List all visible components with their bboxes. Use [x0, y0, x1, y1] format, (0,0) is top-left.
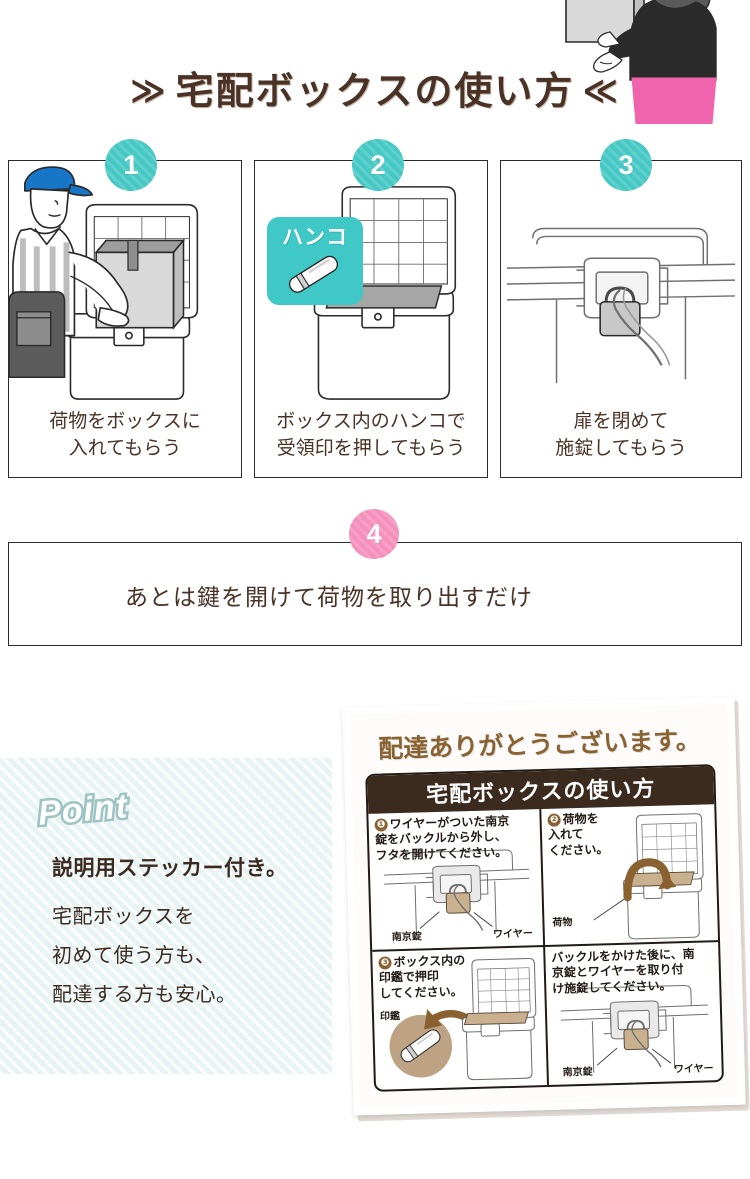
step-1-illustration [9, 161, 241, 417]
quadrant-2-number: ❷ [547, 813, 561, 827]
step-badge-1: 1 [105, 139, 157, 191]
step-badge-3: 3 [600, 139, 652, 191]
quadrant-3-number: ❸ [378, 956, 392, 970]
quadrant-4-label-right: ワイヤー [673, 1063, 714, 1076]
quadrant-1-label-right: ワイヤー [492, 928, 533, 941]
stamp-icon [288, 255, 339, 293]
woman-illustration [560, 0, 750, 125]
quadrant-3-label-left: 印鑑 [379, 1011, 401, 1023]
point-body-text: 宅配ボックスを 初めて使う方も、 配達する方も安心。 [52, 898, 342, 1015]
quadrant-1-illustration [368, 809, 543, 950]
caption-line-1: 扉を閉めて [573, 411, 669, 433]
quadrant-3-illustration [372, 947, 547, 1090]
quadrant-3-line-3: してください。 [379, 984, 463, 1001]
point-section-background [0, 758, 332, 1074]
caption-line-1: ボックス内のハンコで [276, 411, 466, 433]
quadrant-1-line-3: フタを開けてください。 [375, 844, 508, 863]
caption-line-1: 荷物をボックスに [49, 411, 201, 433]
step-3-caption: 扉を閉めて 施錠してもらう [501, 409, 741, 463]
quadrant-2-line-2: 入れて [547, 827, 584, 843]
point-lead-text: 説明用ステッカー付き。 [52, 857, 288, 880]
quadrant-2-label-left: 荷物 [552, 917, 573, 929]
title-text: 宅配ボックスの使い方 [175, 71, 575, 113]
caption-line-2: 入れてもらう [68, 438, 182, 460]
sticker-title: 配達ありがとうございます。 [377, 726, 702, 764]
quadrant-4-illustration [545, 942, 722, 1085]
quadrant-2-line-1: 荷物を [562, 811, 599, 827]
chevron-right-icon: ≪ [582, 72, 621, 110]
quadrant-2-line-3: ください。 [548, 841, 609, 858]
step-badge-4: 4 [349, 509, 399, 559]
caption-line-2: 受領印を押してもらう [276, 438, 466, 460]
quadrant-1-label-left: 南京錠 [391, 931, 422, 944]
quadrant-4-label-left: 南京錠 [562, 1066, 593, 1079]
page-title: ≫宅配ボックスの使い方≪ [0, 60, 750, 115]
quadrant-3-line-2: 印鑑で押印 [378, 969, 440, 985]
point-line-1: 宅配ボックスを [52, 906, 195, 928]
hanko-callout: ハンコ [267, 217, 363, 305]
step-3-illustration [501, 161, 741, 417]
quadrant-3-line-1: ボックス内の [393, 953, 466, 970]
step-2-illustration [255, 161, 487, 417]
hanko-label: ハンコ [282, 226, 348, 249]
sticker-quadrant-4: バックルをかけた後に、南 京錠とワイヤーを取り付 け施錠してください。 [545, 942, 722, 1085]
step-badge-2: 2 [352, 139, 404, 191]
steps-row: 荷物をボックスに 入れてもらう [8, 160, 742, 478]
caption-line-2: 施錠してもらう [555, 438, 687, 460]
point-line-2: 初めて使う方も、 [52, 945, 216, 967]
step-panel-1: 荷物をボックスに 入れてもらう [8, 160, 242, 478]
quadrant-2-illustration [541, 804, 718, 945]
point-badge: Point [34, 785, 132, 836]
step-4-caption: あとは鍵を開けて荷物を取り出すだけ [125, 584, 533, 610]
step-2-caption: ボックス内のハンコで 受領印を押してもらう [255, 409, 487, 463]
quadrant-4-text: バックルをかけた後に、南 京錠とワイヤーを取り付 け施錠してください。 [551, 946, 715, 997]
point-line-3: 配達する方も安心。 [52, 984, 237, 1006]
step-1-caption: 荷物をボックスに 入れてもらう [9, 409, 241, 463]
step-panel-3: 扉を閉めて 施錠してもらう [500, 160, 742, 478]
chevron-left-icon: ≫ [129, 72, 168, 110]
quadrant-4-line-3: け施錠してください。 [552, 978, 672, 996]
step-panel-4: あとは鍵を開けて荷物を取り出すだけ [8, 542, 742, 646]
step-panel-2: ハンコ ボックス内のハンコで 受領印を押してもらう [254, 160, 488, 478]
quadrant-1-number: ❶ [374, 818, 388, 832]
